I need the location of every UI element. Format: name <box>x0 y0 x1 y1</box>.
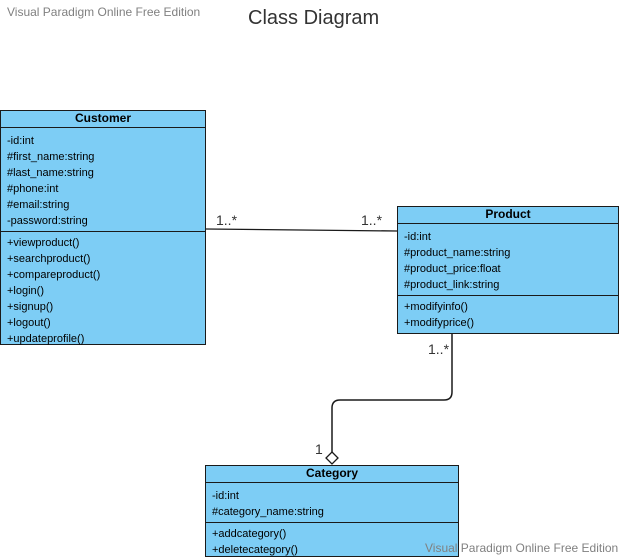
attributes-compartment: -id:int #category_name:string <box>206 483 458 522</box>
attribute: -password:string <box>7 215 88 227</box>
operation: +deletecategory() <box>212 544 298 556</box>
operation: +modifyprice() <box>404 317 474 329</box>
aggregation-diamond <box>325 451 339 465</box>
operation: +compareproduct() <box>7 269 101 281</box>
attribute: #product_name:string <box>404 247 511 259</box>
diagram-title: Class Diagram <box>248 7 380 29</box>
attributes-compartment: -id:int #first_name:string #last_name:st… <box>1 128 205 231</box>
attribute: #product_price:float <box>404 263 501 275</box>
watermark-bottom: Visual Paradigm Online Free Edition <box>425 541 619 555</box>
class-customer[interactable]: Customer -id:int #first_name:string #las… <box>0 110 206 345</box>
attribute: #first_name:string <box>7 151 95 163</box>
attribute: #product_link:string <box>404 279 500 291</box>
attribute: #email:string <box>7 199 70 211</box>
operation: +updateprofile() <box>7 333 85 345</box>
attributes-compartment: -id:int #product_name:string #product_pr… <box>398 224 618 295</box>
operation: +signup() <box>7 301 54 313</box>
multiplicity-product-assoc: 1..* <box>361 212 383 228</box>
attribute: -id:int <box>404 231 431 243</box>
attribute: #phone:int <box>7 183 59 195</box>
class-name: Category <box>206 466 458 483</box>
multiplicity-category: 1 <box>315 441 323 457</box>
operation: +login() <box>7 285 44 297</box>
attribute: #last_name:string <box>7 167 94 179</box>
attribute: -id:int <box>212 490 239 502</box>
operations-compartment: +addcategory() +deletecategory() <box>206 522 458 560</box>
multiplicity-product-agg: 1..* <box>428 341 450 357</box>
operation: +addcategory() <box>212 528 287 540</box>
watermark-top: Visual Paradigm Online Free Edition <box>7 5 201 19</box>
operations-compartment: +modifyinfo() +modifyprice() <box>398 295 618 333</box>
operation: +logout() <box>7 317 51 329</box>
class-product[interactable]: Product -id:int #product_name:string #pr… <box>397 206 619 334</box>
attribute: -id:int <box>7 135 34 147</box>
attribute: #category_name:string <box>212 506 324 518</box>
class-category[interactable]: Category -id:int #category_name:string +… <box>205 465 459 557</box>
class-name: Customer <box>1 111 205 128</box>
operation: +viewproduct() <box>7 237 80 249</box>
class-name: Product <box>398 207 618 224</box>
product-category-aggregation[interactable] <box>331 334 453 452</box>
operation: +searchproduct() <box>7 253 91 265</box>
operation: +modifyinfo() <box>404 301 468 313</box>
multiplicity-customer: 1..* <box>216 212 238 228</box>
operations-compartment: +viewproduct() +searchproduct() +compare… <box>1 231 205 349</box>
customer-product-association[interactable] <box>205 228 398 232</box>
